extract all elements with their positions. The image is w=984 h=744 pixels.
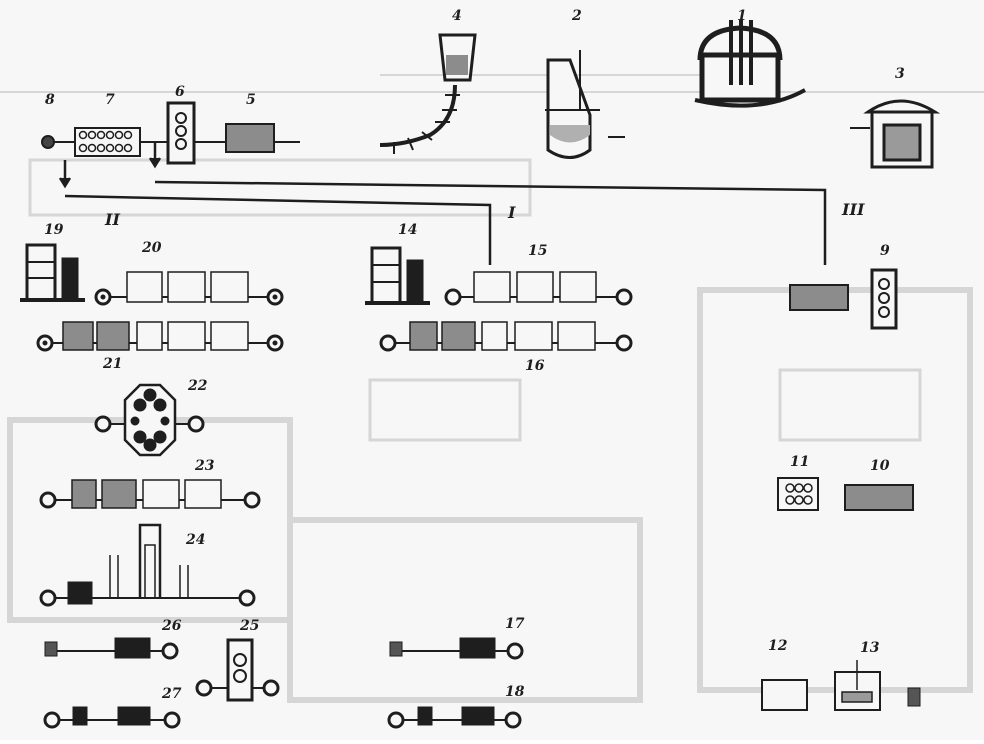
label-14: 14: [398, 222, 417, 238]
label-25: 25: [239, 618, 259, 634]
label-21: 21: [102, 356, 122, 372]
label-2: 2: [571, 8, 582, 24]
label-15: 15: [528, 243, 547, 259]
label-12: 12: [768, 638, 788, 654]
label-23: 23: [194, 458, 215, 474]
label-26: 26: [161, 618, 182, 634]
rolling-mill-group-20: [20, 245, 282, 350]
label-13: 13: [860, 640, 880, 656]
label-5: 5: [246, 92, 256, 108]
label-7: 7: [105, 92, 115, 108]
finishing-line-23: [41, 480, 259, 508]
label-17: 17: [505, 616, 525, 632]
label-1: 1: [737, 8, 747, 24]
label-6: 6: [175, 84, 185, 100]
label-19: 19: [44, 222, 64, 238]
cutting-lines-17-18: [389, 638, 522, 727]
temper-mill-25: [197, 640, 278, 700]
cutting-lines-26-27: [45, 638, 179, 727]
converter-icon: [545, 50, 625, 158]
label-27: 27: [161, 686, 182, 702]
label-11: 11: [790, 454, 809, 470]
route-label-I: I: [507, 203, 516, 222]
label-10: 10: [870, 458, 890, 474]
label-24: 24: [185, 532, 205, 548]
rolling-mill-group-15: [365, 248, 631, 350]
label-9: 9: [880, 243, 890, 259]
galvanizing-line-24: [41, 525, 254, 605]
route-label-III: III: [841, 200, 865, 219]
line-5-8: [42, 103, 300, 163]
label-4: 4: [452, 8, 462, 24]
label-8: 8: [45, 92, 55, 108]
label-20: 20: [141, 240, 162, 256]
continuous-caster-icon: [380, 35, 475, 154]
label-18: 18: [505, 684, 525, 700]
ladle-furnace-icon: [850, 101, 935, 167]
route-label-II: II: [104, 210, 120, 229]
label-3: 3: [895, 66, 905, 82]
label-16: 16: [525, 358, 545, 374]
label-22: 22: [187, 378, 208, 394]
